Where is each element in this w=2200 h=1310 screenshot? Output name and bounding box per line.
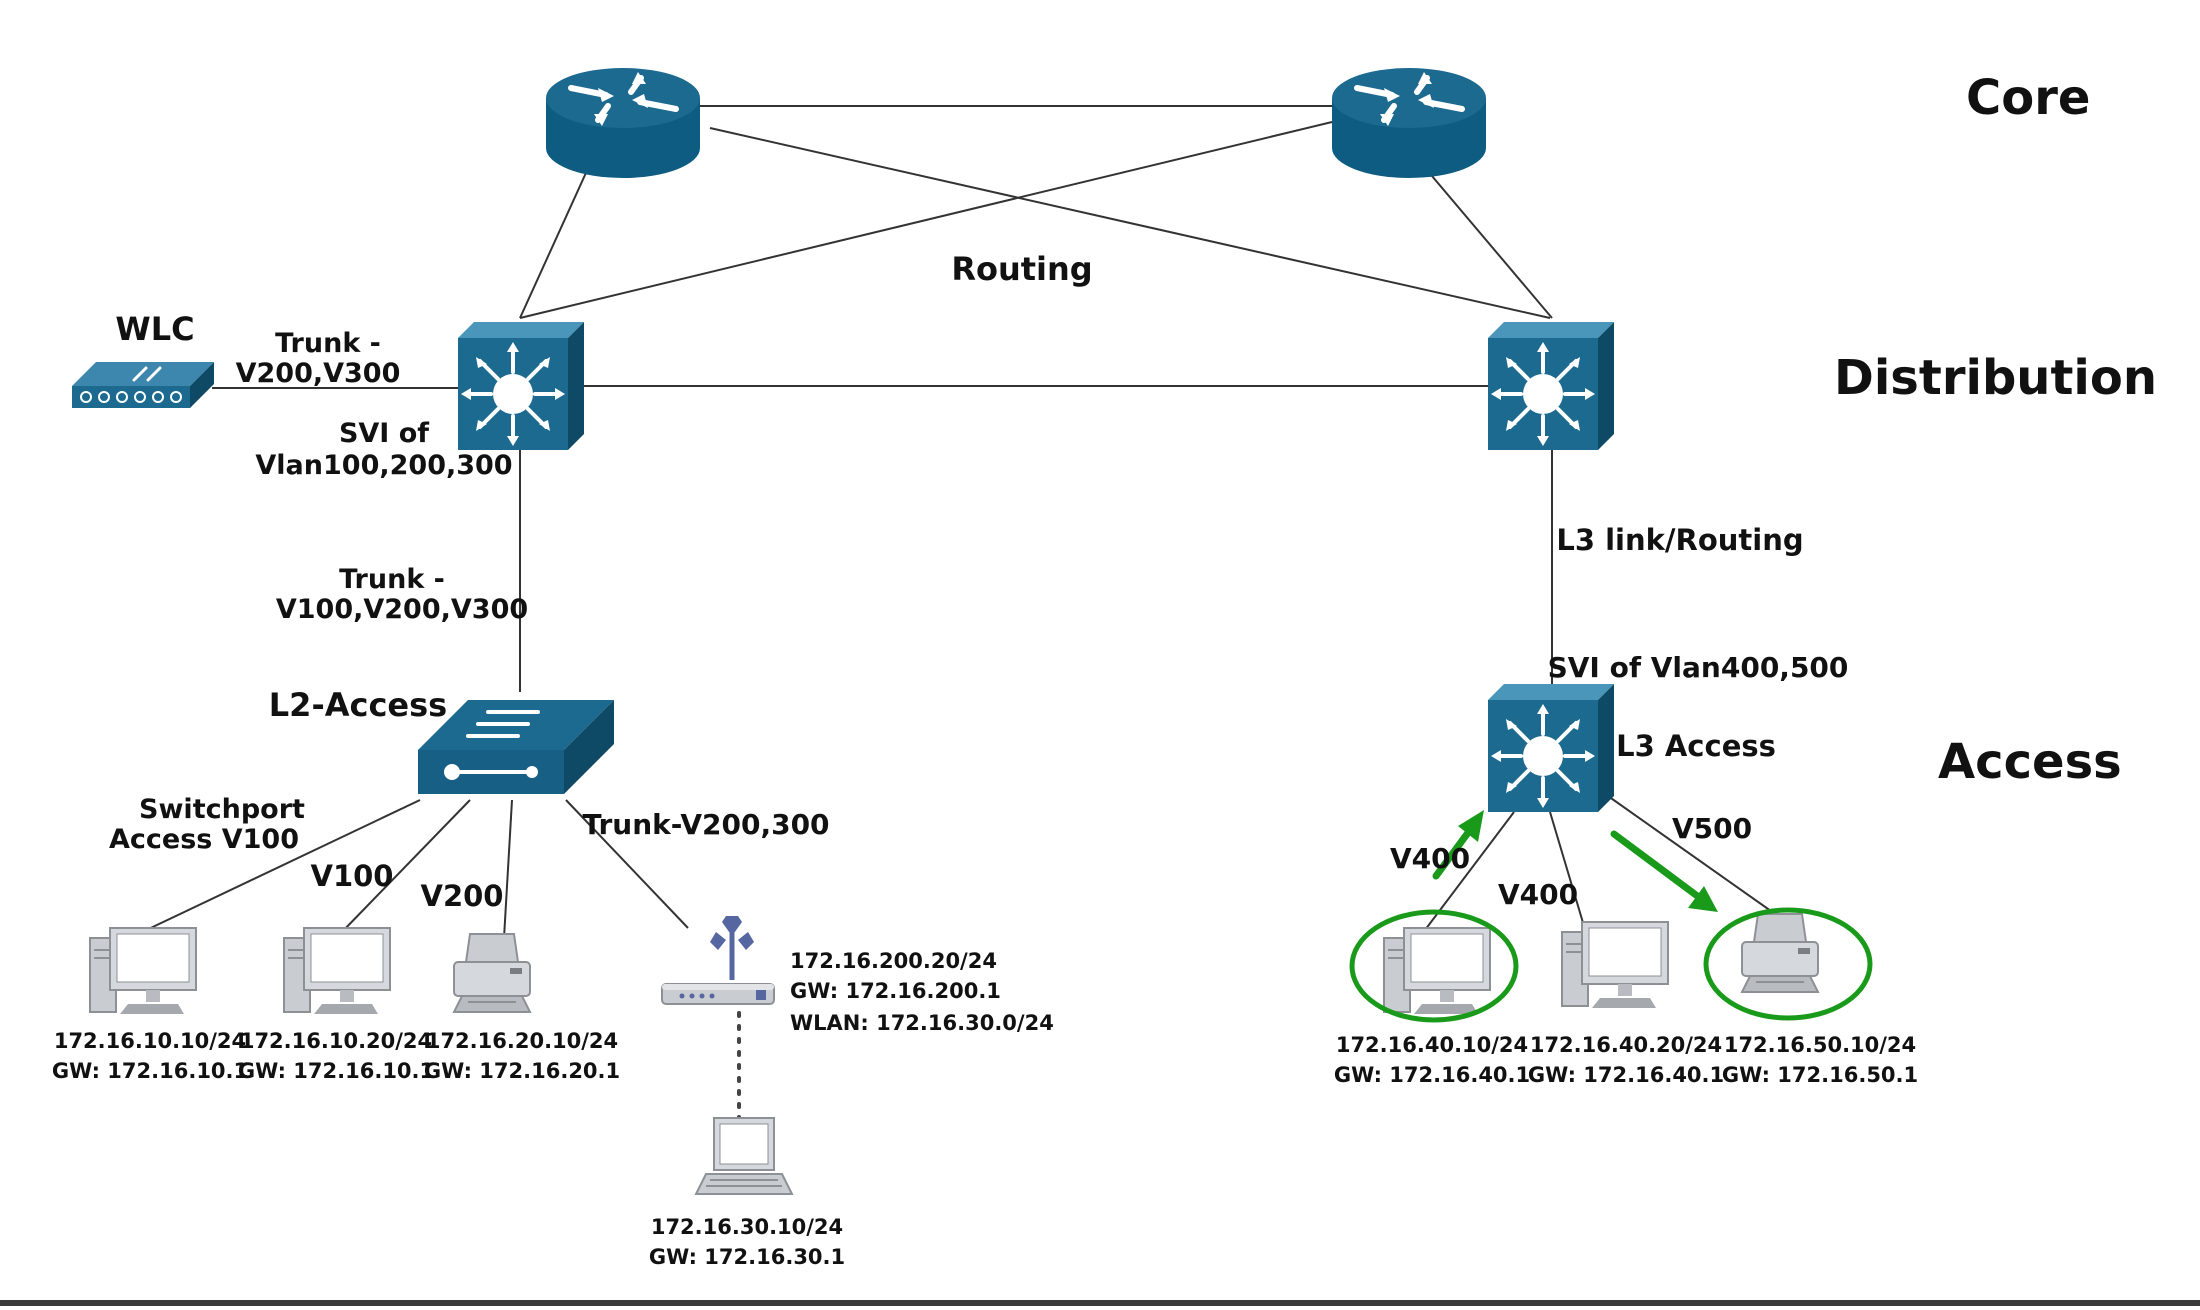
wireless-lan-controller-icon[interactable] xyxy=(70,360,216,410)
label-v400-b: V400 xyxy=(1498,878,1578,911)
label-svi-dist: SVI of xyxy=(339,418,429,449)
bottom-border xyxy=(0,1300,2200,1306)
link-l2-pc2 xyxy=(339,799,471,935)
layer3-switch-icon[interactable] xyxy=(456,320,586,452)
label-l3-link: L3 link/Routing xyxy=(1556,523,1803,557)
pc1-ip: 172.16.10.10/24 xyxy=(54,1029,246,1053)
laptop-icon[interactable] xyxy=(695,1117,793,1195)
layer-title-distribution: Distribution xyxy=(1834,350,2157,406)
label-switchport: Switchport xyxy=(139,794,305,825)
label-v100: V100 xyxy=(311,859,394,893)
printer2-gw: GW: 172.16.50.1 xyxy=(1722,1063,1918,1087)
label-trunk-access: Trunk - xyxy=(339,564,445,595)
pc2-ip: 172.16.10.20/24 xyxy=(240,1029,432,1053)
highlight-circle-printer xyxy=(1703,907,1873,1021)
pc1-gw: GW: 172.16.10.1 xyxy=(52,1059,248,1083)
layer-title-core: Core xyxy=(1966,70,2090,126)
layer-title-access: Access xyxy=(1938,734,2122,790)
label-l2-access: L2-Access xyxy=(269,686,447,724)
label-trunk-wlc: Trunk - xyxy=(275,328,381,359)
layer2-switch-icon[interactable] xyxy=(416,698,616,796)
label-wlc: WLC xyxy=(115,310,194,348)
pc3-ip: 172.16.40.10/24 xyxy=(1336,1033,1528,1057)
label-trunk-wlc-vlans: V200,V300 xyxy=(236,358,401,389)
traffic-arrows xyxy=(1432,826,1704,902)
link-l2-pc1 xyxy=(137,799,421,935)
printer-icon[interactable] xyxy=(453,933,531,1013)
label-switchport-vlan: Access V100 xyxy=(109,824,299,855)
desktop-pc-icon[interactable] xyxy=(1383,927,1491,1015)
printer2-ip: 172.16.50.10/24 xyxy=(1724,1033,1916,1057)
arrow-down-icon xyxy=(1610,830,1704,902)
router-icon[interactable] xyxy=(546,68,700,178)
label-v500: V500 xyxy=(1672,812,1752,845)
highlight-group xyxy=(1349,907,1873,1023)
link-l2-ap xyxy=(565,799,689,929)
label-svi-access: SVI of Vlan400,500 xyxy=(1548,651,1849,684)
label-svi-dist-vlans: Vlan100,200,300 xyxy=(255,450,512,481)
link-core2-dist2 xyxy=(1409,149,1553,319)
link-l2-printer1 xyxy=(503,799,513,939)
desktop-pc-icon[interactable] xyxy=(283,927,391,1015)
label-trunk-access-vlans: V100,V200,V300 xyxy=(276,594,528,625)
pc4-ip: 172.16.40.20/24 xyxy=(1530,1033,1722,1057)
layer3-switch-icon[interactable] xyxy=(1486,320,1616,452)
pc2-gw: GW: 172.16.10.1 xyxy=(238,1059,434,1083)
layer3-switch-icon[interactable] xyxy=(1486,682,1616,814)
label-routing: Routing xyxy=(951,250,1092,288)
router-icon[interactable] xyxy=(1332,68,1486,178)
arrowhead-up-icon xyxy=(1458,810,1484,842)
pc3-gw: GW: 172.16.40.1 xyxy=(1334,1063,1530,1087)
laptop-ip: 172.16.30.10/24 xyxy=(651,1215,843,1239)
printer1-ip: 172.16.20.10/24 xyxy=(426,1029,618,1053)
pc4-gw: GW: 172.16.40.1 xyxy=(1528,1063,1724,1087)
ap-wlan: WLAN: 172.16.30.0/24 xyxy=(790,1011,1054,1035)
link-l3-pc4 xyxy=(1549,811,1585,927)
printer-icon[interactable] xyxy=(1741,913,1819,993)
highlight-circle-pc xyxy=(1349,909,1519,1023)
arrowhead-down-icon xyxy=(1688,886,1718,912)
link-l3-printer2 xyxy=(1607,795,1779,917)
link-core1-dist2 xyxy=(709,127,1551,319)
arrow-up-icon xyxy=(1432,826,1474,880)
access-point-icon[interactable] xyxy=(662,916,774,1004)
label-v200: V200 xyxy=(421,879,504,913)
label-l3-access: L3 Access xyxy=(1616,729,1776,763)
label-v400-a: V400 xyxy=(1390,842,1470,875)
laptop-gw: GW: 172.16.30.1 xyxy=(649,1245,845,1269)
label-trunk-ap: Trunk-V200,300 xyxy=(582,808,829,841)
desktop-pc-icon[interactable] xyxy=(1561,921,1669,1009)
ap-ip: 172.16.200.20/24 xyxy=(790,949,997,973)
links xyxy=(137,105,1779,939)
desktop-pc-icon[interactable] xyxy=(89,927,197,1015)
link-core2-dist1 xyxy=(519,121,1333,319)
ap-gw: GW: 172.16.200.1 xyxy=(790,979,1001,1003)
printer1-gw: GW: 172.16.20.1 xyxy=(424,1059,620,1083)
